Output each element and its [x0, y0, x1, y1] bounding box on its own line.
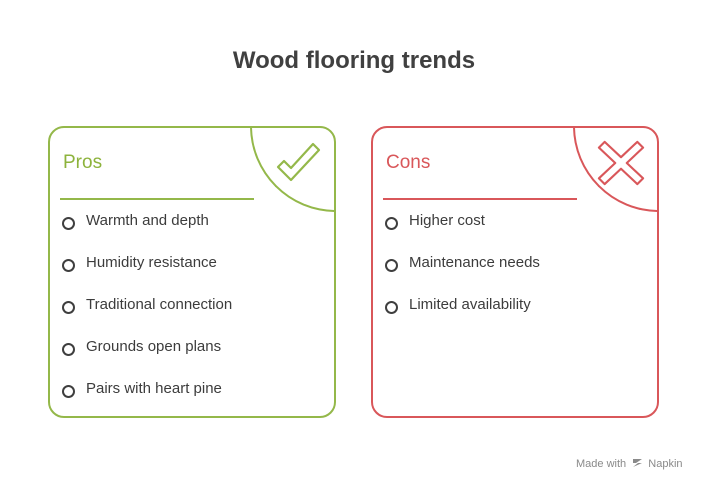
x-mark-icon: [597, 140, 645, 186]
pros-item-label: Humidity resistance: [86, 254, 217, 271]
checkmark-icon: [276, 142, 321, 182]
pros-heading: Pros: [63, 152, 103, 173]
bullet-circle-icon: [62, 343, 75, 356]
diagram-title: Wood flooring trends: [232, 47, 476, 74]
cons-divider: [383, 198, 577, 200]
cons-item-label: Limited availability: [409, 296, 531, 313]
bullet-circle-icon: [62, 217, 75, 230]
bullet-circle-icon: [62, 301, 75, 314]
pros-item-label: Grounds open plans: [86, 338, 222, 355]
pros-corner-badge: [250, 128, 334, 212]
bullet-circle-icon: [62, 385, 75, 398]
pros-divider: [60, 198, 254, 200]
cons-corner-badge: [573, 128, 657, 212]
cons-heading: Cons: [386, 152, 431, 173]
cons-card: Cons Higher cost Maintenance needs Limit…: [371, 126, 659, 418]
credit-brand: Napkin: [648, 458, 683, 470]
pros-item-label: Warmth and depth: [86, 212, 209, 229]
pros-card: Pros Warmth and depth Humidity resistanc…: [48, 126, 336, 418]
cons-item-label: Maintenance needs: [409, 254, 540, 271]
bullet-circle-icon: [385, 301, 398, 314]
pros-item-label: Traditional connection: [86, 296, 233, 313]
bullet-circle-icon: [385, 259, 398, 272]
pros-item-label: Pairs with heart pine: [86, 380, 222, 397]
bullet-circle-icon: [62, 259, 75, 272]
credit-prefix: Made with: [576, 458, 627, 470]
cons-item-label: Higher cost: [409, 212, 485, 229]
made-with-napkin-credit[interactable]: Made with Napkin: [576, 458, 683, 470]
napkin-logo-icon: [633, 459, 643, 468]
bullet-circle-icon: [385, 217, 398, 230]
